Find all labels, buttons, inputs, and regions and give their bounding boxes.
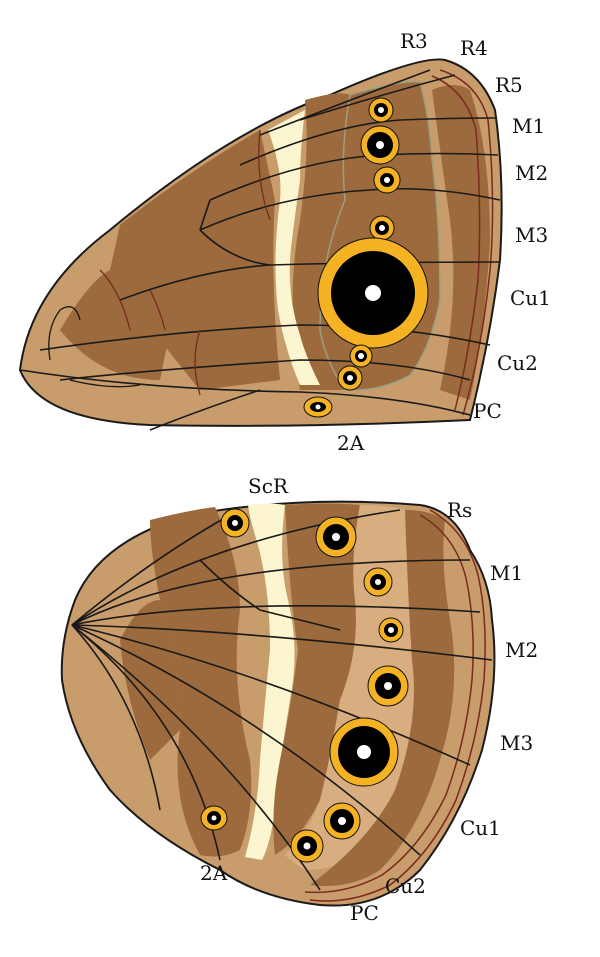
hindwing-marginal-line-outer	[309, 509, 486, 902]
forewing-cross-lines	[99, 129, 271, 396]
hindwing-white-band	[245, 503, 295, 860]
forewing-dark-inner-band	[60, 270, 170, 380]
forewing-label-m3: M3	[515, 223, 548, 247]
hindwing-label-2a: 2A	[200, 861, 228, 885]
hindwing-label-pc: PC	[350, 901, 379, 925]
forewing-label-2a: 2A	[337, 431, 365, 455]
hindwing-label-rs: Rs	[447, 498, 472, 522]
hindwing-label-m3: M3	[500, 731, 533, 755]
forewing-label-r3: R3	[400, 29, 428, 53]
forewing-label-r4: R4	[460, 36, 488, 60]
hindwing-outer-dark-band	[310, 510, 455, 886]
forewing-label-cu2: Cu2	[497, 351, 538, 375]
forewing-label-m2: M2	[515, 161, 548, 185]
hindwing-eyespots	[200, 508, 409, 863]
hindwing-marginal-line-inner	[304, 514, 474, 894]
hindwing-dark-discal-band	[273, 503, 360, 855]
hindwing-label-scr: ScR	[248, 474, 289, 498]
hindwing-label-m1: M1	[490, 561, 523, 585]
forewing-label-r5: R5	[495, 73, 523, 97]
forewing-label-pc: PC	[473, 399, 502, 423]
forewing-submarginal-band	[432, 85, 490, 400]
forewing-dark-discal-band	[292, 93, 350, 390]
forewing-label-cu1: Cu1	[510, 286, 551, 310]
forewing-basal-lines	[48, 306, 141, 388]
hindwing-dark-basal-band	[120, 600, 180, 760]
hindwing-dark-inner-band	[150, 507, 252, 857]
forewing-marginal-line-inner	[431, 75, 481, 411]
hindwing-label-cu1: Cu1	[460, 816, 501, 840]
forewing-white-band	[268, 110, 320, 385]
hindwing-eyespot-field	[285, 505, 420, 870]
hindwing-label-m2: M2	[505, 638, 538, 662]
forewing-eyespots	[303, 97, 429, 418]
forewing-marginal-line-outer	[439, 69, 494, 416]
hindwing-label-cu2: Cu2	[385, 874, 426, 898]
forewing: R3 R4 R5 M1 M2 M3 Cu1 Cu2 PC 2A	[18, 29, 551, 455]
hindwing: ScR Rs M1 M2 M3 Cu1 Cu2 PC 2A	[60, 474, 538, 925]
forewing-label-m1: M1	[512, 114, 545, 138]
